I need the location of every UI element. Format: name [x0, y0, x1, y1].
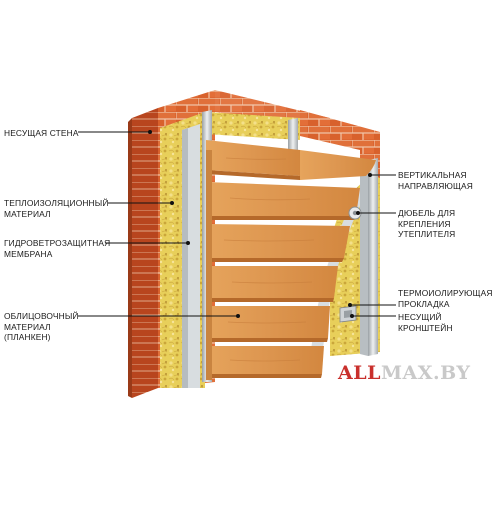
label-line: ГИДРОВЕТРОЗАЩИТНАЯ — [4, 238, 111, 248]
label-line: МАТЕРИАЛ — [4, 208, 51, 219]
label-line: КРЕПЛЕНИЯ — [398, 218, 451, 229]
label-line: НЕСУЩАЯ СТЕНА — [4, 128, 79, 138]
label-line: ВЕРТИКАЛЬНАЯ — [398, 170, 467, 180]
cladding-boards — [206, 140, 376, 380]
label-line: НАПРАВЛЯЮЩАЯ — [398, 180, 473, 191]
label-line: (ПЛАНКЕН) — [4, 332, 51, 342]
label-line: КРОНШТЕЙН — [398, 322, 453, 333]
label-line: ТЕРМОИОЛИРУЮЩАЯ — [398, 288, 493, 298]
leader-lines — [78, 131, 396, 317]
label-line: УТЕПЛИТЕЛЯ — [398, 229, 456, 239]
label-load-wall: НЕСУЩАЯ СТЕНА — [4, 128, 79, 139]
logo-part2: MAX.BY — [380, 362, 471, 384]
label-line: ОБЛИЦОВОЧНЫЙ — [4, 311, 79, 321]
allmax-logo: ALLMAX.BY — [338, 362, 470, 384]
leader-dots — [148, 130, 372, 318]
label-line: НЕСУЩИЙ — [398, 312, 442, 322]
label-line: ДЮБЕЛЬ ДЛЯ — [398, 208, 456, 218]
logo-part1: ALL — [338, 362, 381, 384]
label-line: ТЕПЛОИЗОЛЯЦИОННЫЙ — [4, 198, 109, 208]
label-line: МАТЕРИАЛ — [4, 321, 51, 332]
fasteners — [339, 206, 362, 323]
label-line: МЕМБРАНА — [4, 248, 53, 259]
label-line: ПРОКЛАДКА — [398, 298, 450, 309]
